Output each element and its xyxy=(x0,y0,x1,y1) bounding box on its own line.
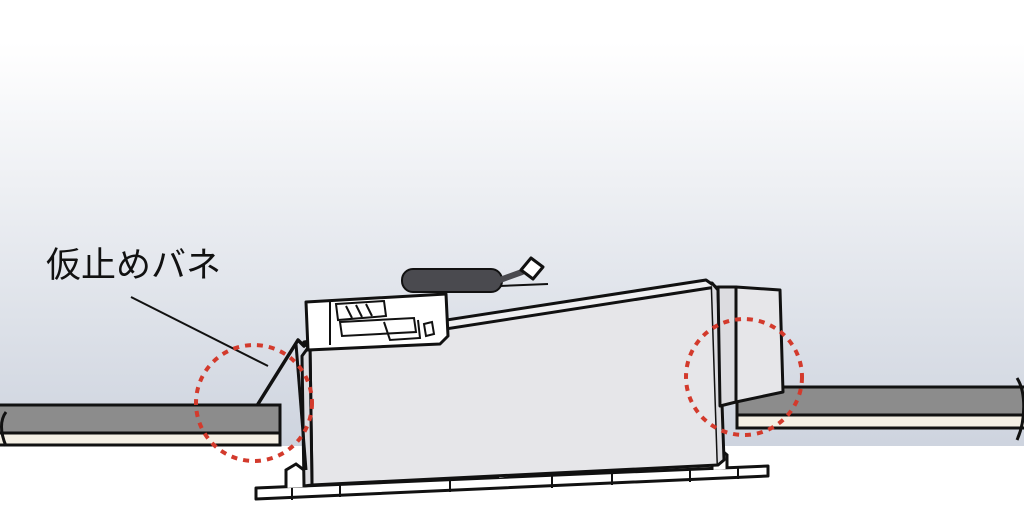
callout-label: 仮止めバネ xyxy=(46,246,222,286)
highlight-circle-right xyxy=(684,317,804,437)
callout-leader-line xyxy=(130,296,269,367)
highlight-circle-left xyxy=(194,343,314,463)
spring-clip xyxy=(256,338,308,471)
ceiling-board-right xyxy=(735,377,1024,441)
terminal-block xyxy=(304,292,450,352)
junction-box xyxy=(716,285,785,408)
ceiling-board-left xyxy=(0,403,282,447)
power-cord xyxy=(401,256,549,293)
